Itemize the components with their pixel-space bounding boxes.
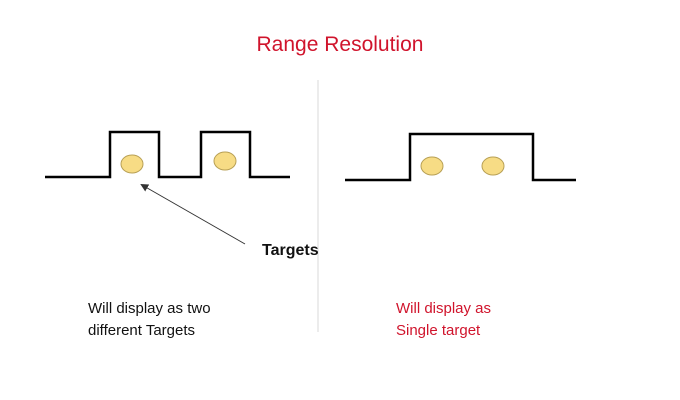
right-caption-line-2: Single target (396, 322, 481, 339)
slide-title: Range Resolution (256, 33, 424, 56)
right-caption: Will display as Single target (396, 298, 491, 342)
right-target-1 (420, 156, 444, 176)
targets-pointer-arrow (140, 184, 246, 245)
left-caption-line-1: Will display as two (88, 300, 211, 317)
right-caption-line-1: Will display as (396, 300, 492, 317)
left-target-1 (120, 154, 144, 174)
right-pulse-train (345, 132, 576, 182)
left-caption: Will display as two different Targets (88, 298, 211, 342)
left-pulse-train (45, 130, 290, 179)
left-target-2 (213, 151, 237, 171)
right-target-2 (481, 156, 505, 176)
targets-label: Targets (262, 242, 319, 259)
left-caption-line-2: different Targets (88, 322, 196, 339)
